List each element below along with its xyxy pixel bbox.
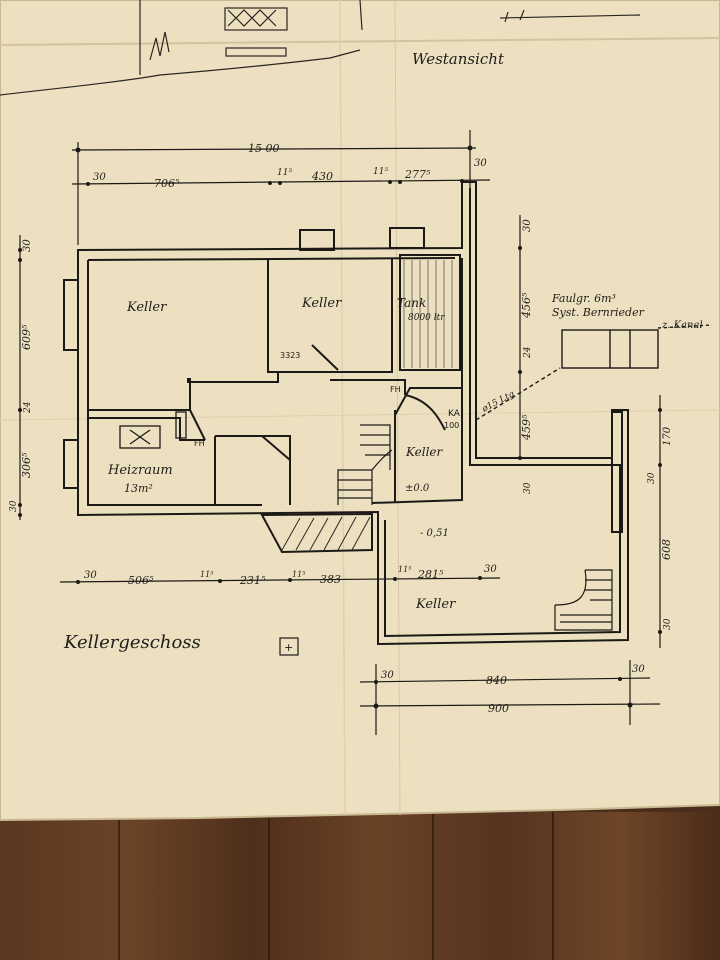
wooden-floor	[0, 812, 720, 960]
dim-top-30b: 30	[474, 158, 487, 169]
dim-bottom-30: 30	[84, 570, 97, 581]
tank-volume: 8000 ltr	[408, 313, 445, 323]
dim-right-30: 30	[522, 219, 533, 232]
dim-bottom-11a: 11⁵	[200, 570, 214, 579]
dim-left-609: 609⁵	[20, 324, 33, 350]
dim-right-456: 456⁵	[520, 292, 533, 319]
dim-left-30: 30	[22, 239, 33, 252]
room-label-keller-4: Keller	[415, 597, 456, 612]
sewer-label: z. Kanal	[661, 320, 703, 331]
dim-right-24: 24	[523, 346, 533, 359]
level-top: ±0.0	[405, 483, 430, 494]
dim-right-30d: 30	[663, 618, 673, 630]
septic-label: Faulgr. 6m³	[551, 292, 616, 305]
staircase-annex	[554, 569, 613, 631]
dim-top-30a: 30	[93, 172, 106, 183]
heizraum-area: 13m²	[124, 482, 153, 495]
dim-top-total: 15 00	[248, 142, 280, 155]
dim-right-170: 170	[662, 426, 673, 446]
dim-top-706: 706⁵	[154, 177, 180, 190]
dim-bottom-383: 383	[320, 573, 341, 586]
dim-annex-30b: 30	[632, 664, 645, 675]
hatch-pattern	[281, 516, 371, 551]
dim-bottom-231: 231⁵	[239, 574, 266, 587]
dim-top-115: 11⁵	[373, 167, 388, 177]
level-bottom: - 0,51	[420, 528, 449, 539]
dim-left-306: 306⁵	[20, 452, 33, 478]
dim-annex-30a: 30	[381, 670, 394, 681]
boiler-symbol	[119, 411, 187, 449]
view-label: Westansicht	[412, 50, 505, 68]
room-label-keller-2: Keller	[301, 296, 342, 311]
room-label-tank: Tank	[397, 296, 426, 310]
room-label-heizraum: Heizraum	[107, 463, 173, 478]
plan-title: Kellergeschoss	[63, 632, 201, 653]
dim-top-11: 11⁵	[277, 168, 292, 178]
dim-annex-840: 840	[486, 674, 507, 687]
dim-right-30b: 30	[523, 482, 533, 494]
ka-label: KA	[448, 409, 461, 419]
staircase	[337, 424, 393, 505]
septic-system: Syst. Bernrieder	[552, 306, 645, 319]
dim-left-24: 24	[23, 401, 33, 414]
north-marker	[279, 637, 299, 656]
dim-right-30c: 30	[647, 472, 657, 484]
dim-top-430: 430	[311, 170, 333, 183]
room-label-keller-1: Keller	[126, 300, 167, 315]
dim-annex-900: 900	[488, 702, 509, 715]
fh-label-1: FH	[390, 385, 401, 394]
septic-tank	[475, 324, 713, 421]
fh-label-2: FH	[194, 439, 205, 448]
svg-text:+: +	[284, 641, 293, 654]
dimension-lines	[19, 130, 661, 735]
ka-number: 100	[444, 421, 459, 430]
dim-left-30b: 30	[9, 500, 19, 512]
dim-bottom-281: 281⁵	[417, 568, 444, 581]
dim-bottom-11b: 11⁵	[292, 570, 306, 579]
door-level: 3323	[280, 351, 300, 360]
dim-right-608: 608	[660, 539, 673, 560]
dim-top-277: 277⁵	[404, 168, 431, 181]
elevation-remnant	[0, 0, 641, 96]
dim-bottom-506: 506⁵	[128, 574, 154, 587]
dim-bottom-30b: 30	[484, 564, 497, 575]
dim-bottom-11c: 11⁵	[398, 565, 412, 574]
dim-right-459: 459⁵	[520, 414, 533, 441]
room-label-keller-3: Keller	[405, 445, 444, 459]
